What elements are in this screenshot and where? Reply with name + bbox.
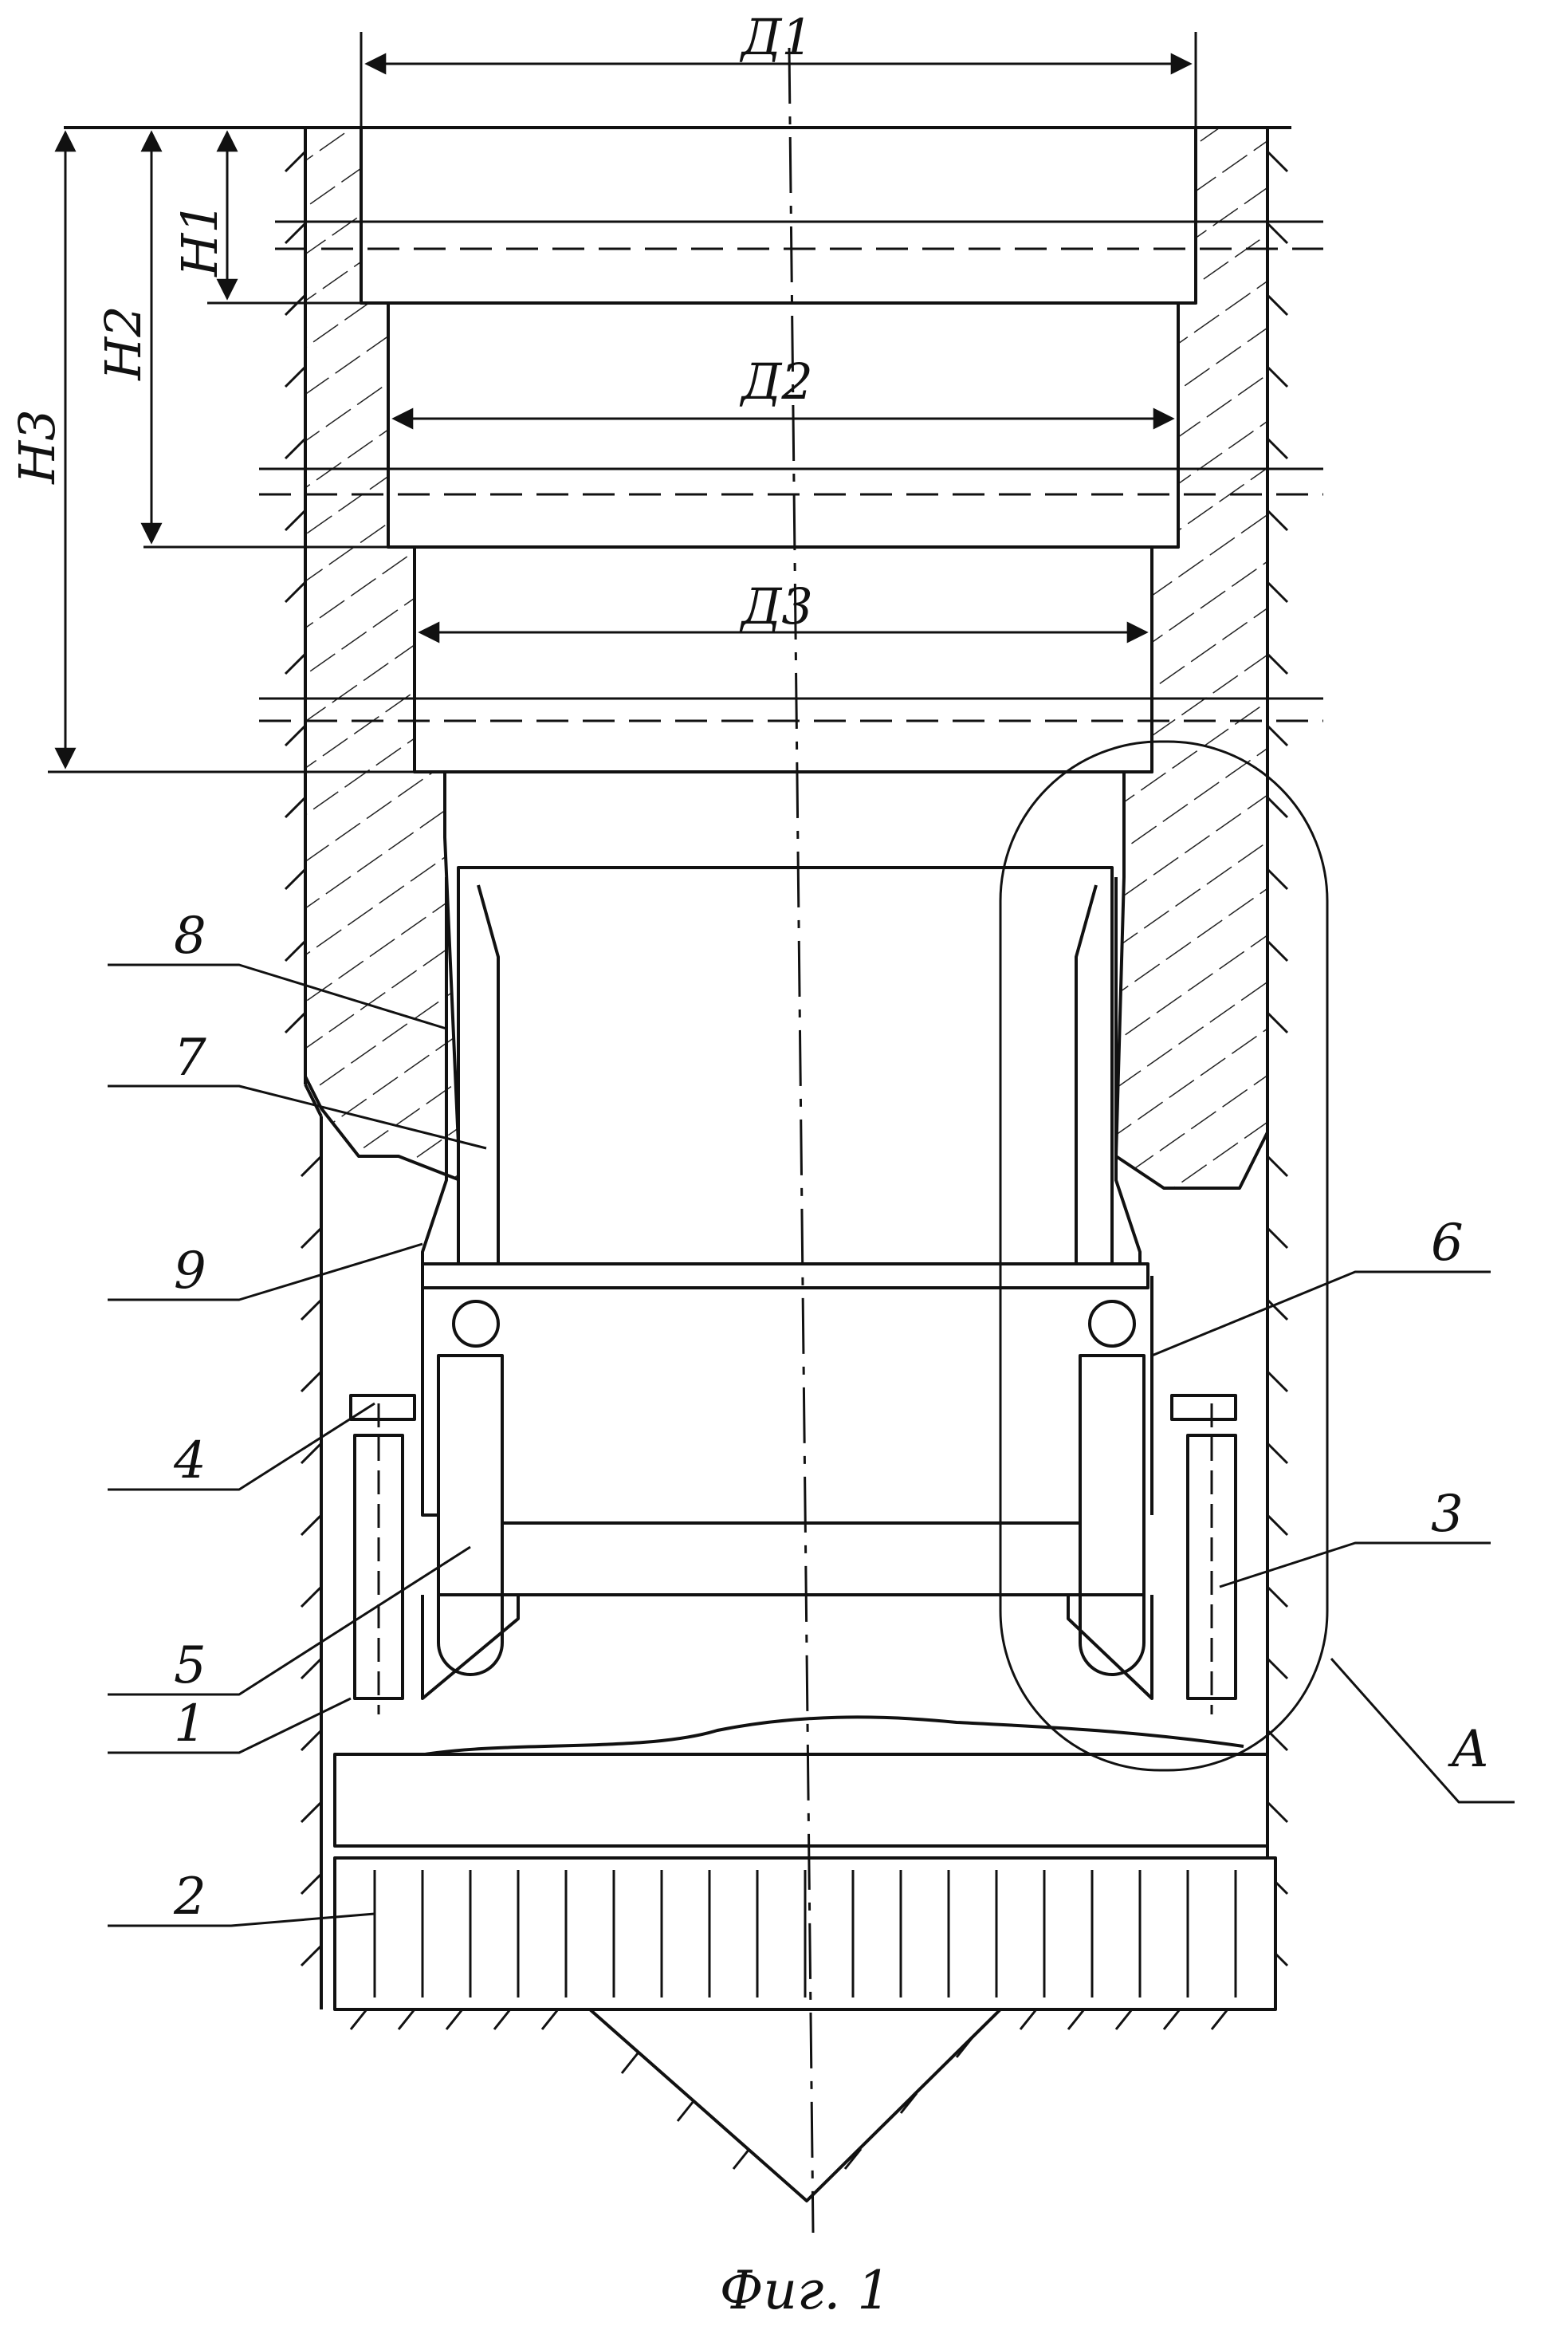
borehole-bottom [335, 2009, 1275, 2201]
dim-h1: Н1 [171, 202, 229, 277]
leader-6 [1152, 1272, 1491, 1356]
label-5: 5 [174, 1636, 206, 1695]
tool-body-top [458, 868, 1112, 1266]
label-6: 6 [1431, 1214, 1464, 1273]
cross-plate [422, 1264, 1148, 1288]
label-1: 1 [174, 1694, 206, 1753]
left-side-block [351, 1395, 415, 1714]
figure-caption: Фиг. 1 [720, 2260, 891, 2321]
leader-4 [108, 1403, 375, 1490]
casing-middle [388, 303, 1178, 547]
right-side-block [1172, 1395, 1236, 1714]
broken-edge [403, 1717, 1244, 1758]
leader-5 [108, 1547, 470, 1694]
label-9: 9 [174, 1242, 206, 1301]
leader-3 [1220, 1543, 1491, 1587]
dim-d2: Д2 [739, 352, 813, 411]
leader-9 [108, 1244, 422, 1300]
dim-h2: Н2 [94, 305, 152, 381]
casing-upper [361, 128, 1196, 303]
left-piston [438, 1301, 502, 1675]
leader-1 [108, 1698, 351, 1753]
label-2: 2 [173, 1868, 206, 1927]
label-a: А [1448, 1720, 1489, 1779]
right-piston [1080, 1301, 1144, 1675]
dim-d1: Д1 [739, 8, 813, 66]
label-7: 7 [174, 1029, 206, 1088]
label-4: 4 [173, 1431, 206, 1490]
label-8: 8 [174, 907, 206, 966]
dim-d3: Д3 [739, 577, 813, 636]
bottom-hatch [351, 2009, 1228, 2169]
dim-h3: Н3 [8, 409, 66, 485]
label-3: 3 [1431, 1485, 1464, 1544]
